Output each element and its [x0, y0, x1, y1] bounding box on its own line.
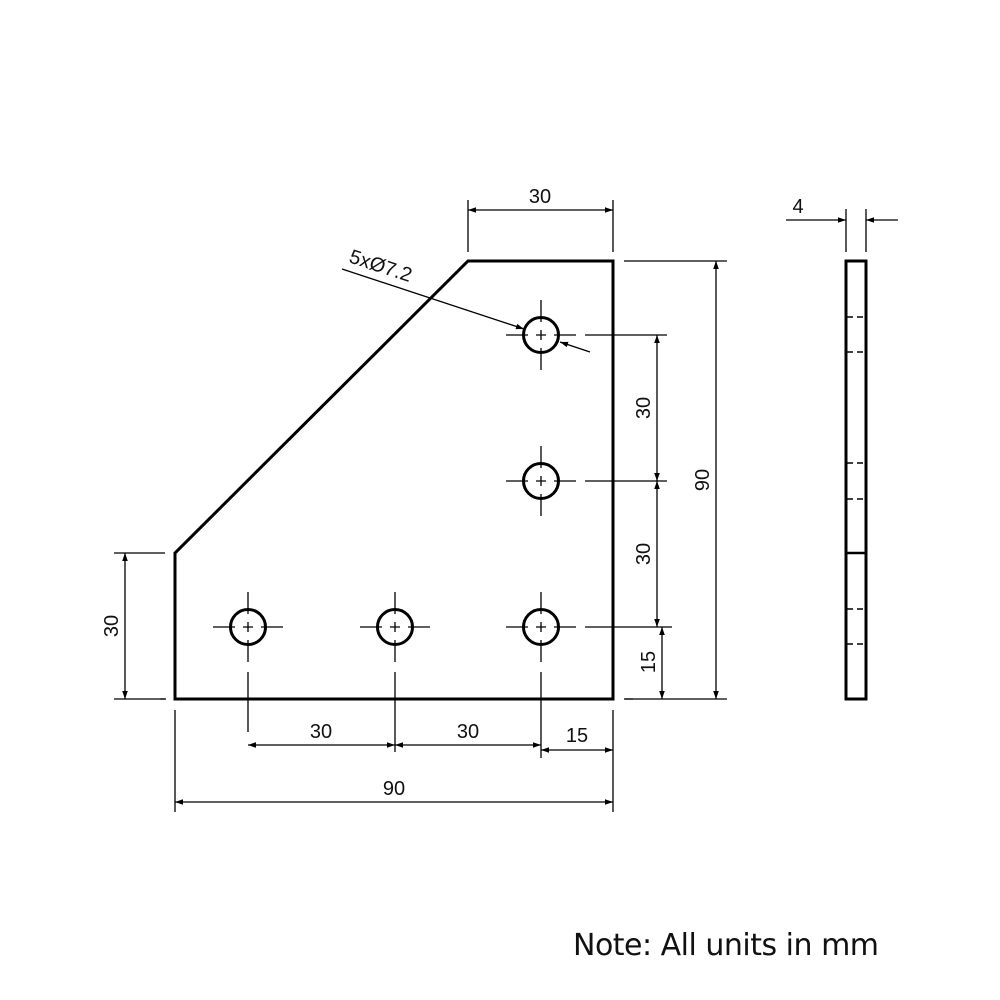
dim-right-lower-text: 30 — [633, 543, 655, 565]
side-view-outline — [844, 259, 868, 701]
dim-right-upper-text: 30 — [633, 397, 655, 419]
hole-1 — [213, 592, 283, 732]
dim-right-bottom-text: 15 — [638, 651, 660, 673]
dim-left-height-text: 30 — [101, 615, 123, 637]
side-view — [844, 259, 868, 701]
hole-3 — [506, 592, 576, 758]
dimension-top-width: 30 — [467, 186, 614, 252]
dimension-right-chain: 30 30 15 90 — [624, 260, 727, 700]
hole-2 — [360, 592, 430, 752]
dimension-thickness: 4 — [786, 196, 898, 252]
dim-overall-width-text: 90 — [383, 778, 405, 800]
dimension-left-height: 30 — [101, 552, 165, 700]
dim-top-width-text: 30 — [529, 186, 551, 208]
dim-bottom-spacing-1-text: 30 — [310, 721, 332, 743]
plate-outline — [173, 259, 615, 701]
dimension-bottom-chain: 30 30 15 90 — [160, 698, 633, 812]
hole-callout-text: 5xØ7.2 — [346, 246, 414, 287]
units-note: Note: All units in mm — [573, 928, 879, 963]
hole-4 — [506, 446, 576, 516]
dim-bottom-spacing-2-text: 30 — [457, 721, 479, 743]
dim-thickness-text: 4 — [792, 196, 803, 218]
hole-5 — [506, 300, 576, 370]
front-view — [173, 259, 672, 758]
dim-overall-height-text: 90 — [692, 469, 714, 491]
dim-bottom-offset-text: 15 — [566, 725, 588, 747]
